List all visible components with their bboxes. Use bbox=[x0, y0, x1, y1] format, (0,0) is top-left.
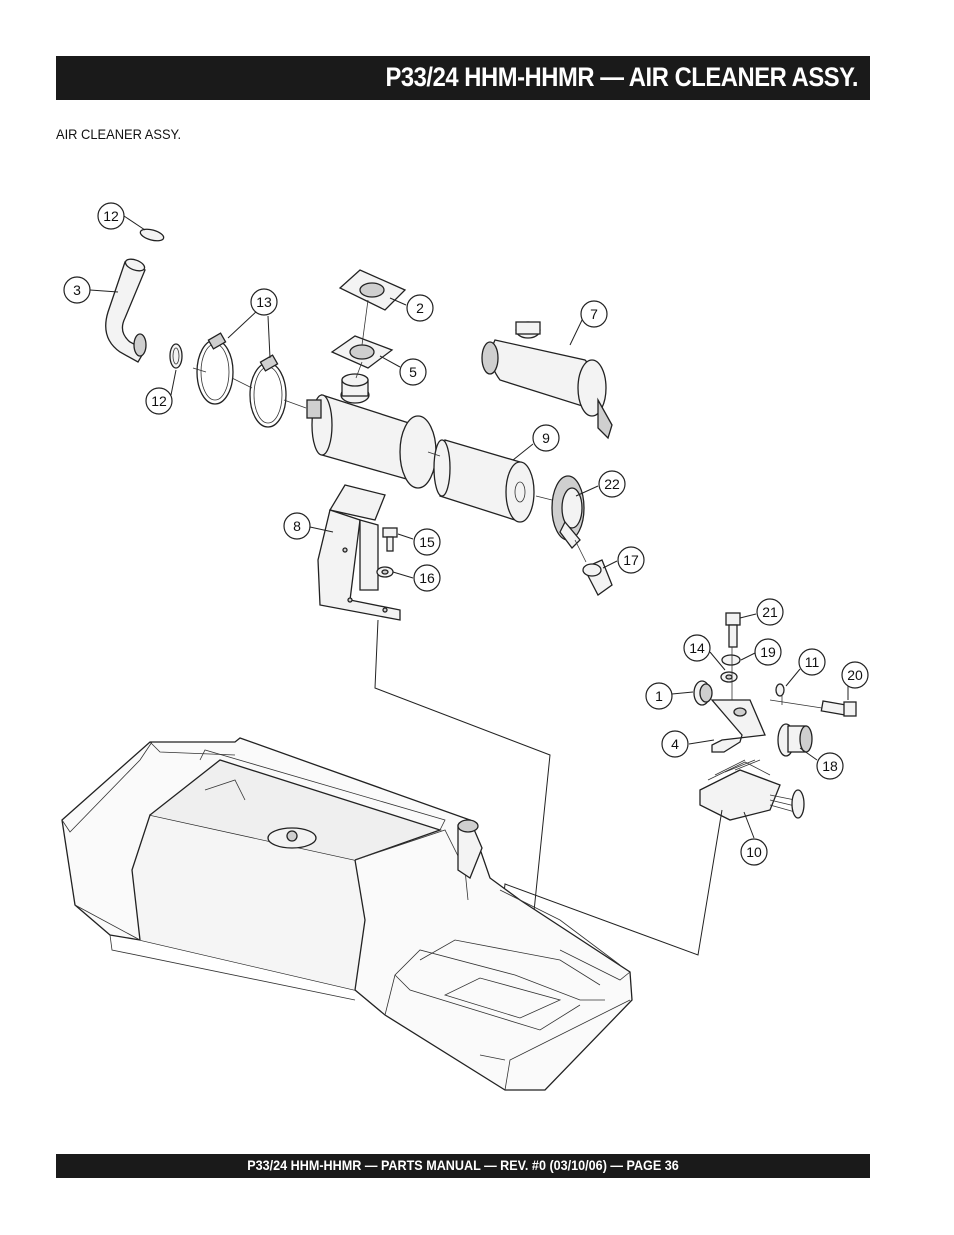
svg-text:1: 1 bbox=[655, 688, 663, 704]
part-16-washer bbox=[376, 566, 394, 578]
callout-4: 4 bbox=[661, 730, 689, 758]
svg-text:20: 20 bbox=[847, 667, 863, 683]
svg-text:8: 8 bbox=[293, 518, 301, 534]
part-13-hose-clamps bbox=[196, 332, 287, 428]
part-14-washer bbox=[720, 671, 738, 683]
header-bar: P33/24 HHM-HHMR — AIR CLEANER ASSY. bbox=[56, 56, 870, 100]
callout-5: 5 bbox=[399, 358, 427, 386]
svg-text:13: 13 bbox=[256, 294, 272, 310]
callout-9: 9 bbox=[532, 424, 560, 452]
callout-10: 10 bbox=[740, 838, 768, 866]
callout-20: 20 bbox=[841, 661, 869, 689]
callout-16: 16 bbox=[413, 564, 441, 592]
part-9-housing bbox=[306, 373, 437, 489]
part-19-washer bbox=[721, 654, 741, 666]
callout-22: 22 bbox=[598, 470, 626, 498]
svg-text:4: 4 bbox=[671, 736, 679, 752]
callout-13: 13 bbox=[250, 288, 278, 316]
callout-1: 1 bbox=[645, 682, 673, 710]
svg-text:14: 14 bbox=[689, 640, 705, 656]
part-2-plate bbox=[338, 269, 407, 311]
svg-text:16: 16 bbox=[419, 570, 435, 586]
callout-3: 3 bbox=[63, 276, 91, 304]
callout-8: 8 bbox=[283, 512, 311, 540]
svg-text:3: 3 bbox=[73, 282, 81, 298]
svg-text:21: 21 bbox=[762, 604, 778, 620]
part-21-bolt bbox=[725, 612, 741, 648]
part-17-valve bbox=[582, 559, 613, 596]
callouts: 12 3 13 2 7 5 12 9 22 8 15 16 17 21 14 1… bbox=[63, 202, 869, 866]
footer-text: P33/24 HHM-HHMR — PARTS MANUAL — REV. #0… bbox=[247, 1157, 679, 1173]
part-18-connector bbox=[777, 723, 813, 757]
part-12-clip bbox=[139, 228, 165, 242]
part-5-gasket bbox=[330, 335, 394, 369]
part-15-bolt bbox=[382, 527, 398, 552]
part-7-air-cleaner bbox=[481, 321, 613, 440]
part-8-bracket bbox=[317, 484, 401, 621]
callout-14: 14 bbox=[683, 634, 711, 662]
svg-text:7: 7 bbox=[590, 306, 598, 322]
svg-text:9: 9 bbox=[542, 430, 550, 446]
svg-text:11: 11 bbox=[805, 654, 820, 670]
svg-text:12: 12 bbox=[151, 393, 167, 409]
part-9-filter-element bbox=[433, 439, 535, 523]
svg-text:19: 19 bbox=[760, 644, 776, 660]
callout-2: 2 bbox=[406, 294, 434, 322]
part-4-bracket bbox=[710, 699, 766, 753]
part-11-washer bbox=[775, 683, 785, 697]
svg-text:17: 17 bbox=[623, 552, 639, 568]
svg-text:10: 10 bbox=[746, 844, 762, 860]
part-1-bushing bbox=[693, 680, 713, 706]
svg-text:15: 15 bbox=[419, 534, 435, 550]
callout-11: 11 bbox=[798, 648, 826, 676]
callout-18: 18 bbox=[816, 752, 844, 780]
callout-19: 19 bbox=[754, 638, 782, 666]
part-20-bolt bbox=[820, 700, 857, 717]
callout-21: 21 bbox=[756, 598, 784, 626]
callout-7: 7 bbox=[580, 300, 608, 328]
page-title: P33/24 HHM-HHMR — AIR CLEANER ASSY. bbox=[385, 62, 858, 92]
engine-frame bbox=[61, 737, 633, 1091]
part-10-regulator bbox=[699, 759, 805, 821]
callout-12-bottom: 12 bbox=[145, 387, 173, 415]
footer-bar: P33/24 HHM-HHMR — PARTS MANUAL — REV. #0… bbox=[56, 1154, 870, 1178]
callout-12-top: 12 bbox=[97, 202, 125, 230]
svg-text:2: 2 bbox=[416, 300, 424, 316]
callout-17: 17 bbox=[617, 546, 645, 574]
part-12-ring bbox=[169, 343, 183, 369]
part-3-elbow-hose bbox=[105, 258, 147, 363]
svg-text:12: 12 bbox=[103, 208, 119, 224]
section-subtitle: AIR CLEANER ASSY. bbox=[56, 126, 182, 142]
svg-text:22: 22 bbox=[604, 476, 620, 492]
svg-text:18: 18 bbox=[822, 758, 838, 774]
svg-text:5: 5 bbox=[409, 364, 417, 380]
callout-15: 15 bbox=[413, 528, 441, 556]
part-22-cover bbox=[551, 475, 585, 549]
